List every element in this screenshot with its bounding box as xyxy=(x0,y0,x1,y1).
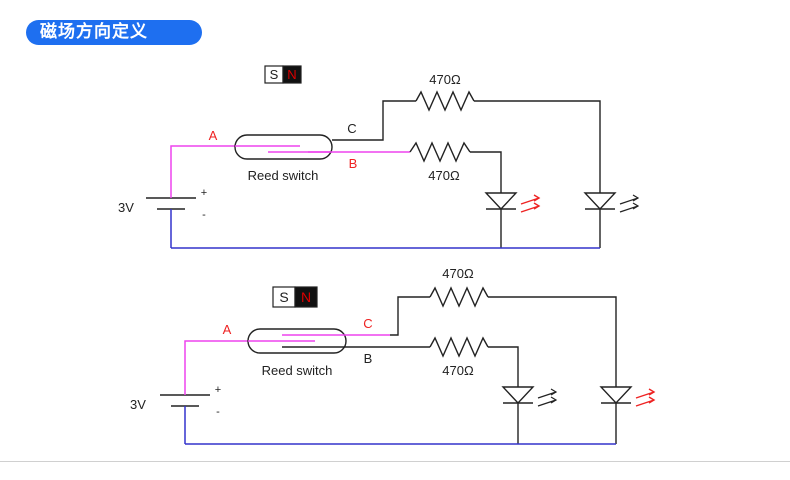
magnet: S N xyxy=(272,286,318,308)
battery-minus-label: - xyxy=(216,406,220,418)
wire xyxy=(470,151,502,193)
supply-voltage-label: 3V xyxy=(130,397,146,412)
supply-voltage-label: 3V xyxy=(118,200,134,215)
terminal-c-label: C xyxy=(347,121,356,136)
resistor-top-label: 470Ω xyxy=(442,266,474,281)
battery-minus-label: - xyxy=(202,209,206,221)
magnet-north-label: N xyxy=(287,67,296,82)
reed-switch xyxy=(234,134,333,160)
active-wire xyxy=(170,145,235,196)
magnet-south-label: S xyxy=(270,67,279,82)
terminal-a-label: A xyxy=(223,322,232,337)
diagram-top: S N Reed switch A C B 470Ω 470Ω xyxy=(118,65,639,249)
led-unlit xyxy=(583,192,639,248)
magnet-south-label: S xyxy=(279,289,288,305)
reed-switch-label: Reed switch xyxy=(262,363,333,378)
led-unlit xyxy=(501,386,557,444)
magnet: S N xyxy=(264,65,302,84)
wire xyxy=(390,296,430,336)
resistor-top xyxy=(415,90,475,112)
wire xyxy=(488,296,617,387)
wire xyxy=(474,100,601,193)
wire xyxy=(488,346,519,387)
battery-plus-label: + xyxy=(215,384,221,396)
section-title: 磁场方向定义 xyxy=(26,20,202,45)
resistor-bottom-label: 470Ω xyxy=(428,168,460,183)
resistor-top xyxy=(429,286,489,308)
divider xyxy=(0,461,790,462)
reed-switch xyxy=(247,328,347,354)
diagram-bottom: S N Reed switch A C B 470Ω 470Ω xyxy=(130,266,655,445)
resistor-bottom xyxy=(429,336,489,358)
wire xyxy=(332,100,416,141)
led-lit xyxy=(484,192,540,248)
led-lit xyxy=(599,386,655,444)
terminal-b-label: B xyxy=(349,156,358,171)
resistor-bottom-label: 470Ω xyxy=(442,363,474,378)
battery-plus-label: + xyxy=(201,187,207,199)
active-wire xyxy=(184,340,248,393)
terminal-a-label: A xyxy=(209,128,218,143)
terminal-c-label: C xyxy=(363,316,372,331)
resistor-top-label: 470Ω xyxy=(429,72,461,87)
terminal-b-label: B xyxy=(364,351,373,366)
resistor-bottom xyxy=(409,141,471,163)
magnet-north-label: N xyxy=(301,289,311,305)
battery xyxy=(160,393,210,444)
reed-switch-label: Reed switch xyxy=(248,168,319,183)
battery xyxy=(146,196,196,248)
